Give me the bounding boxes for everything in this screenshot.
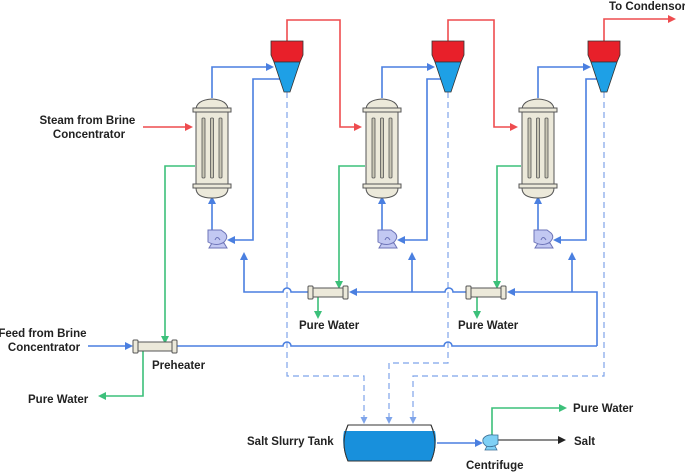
- vapor-line-2-to-3: [447, 19, 518, 131]
- vapor-line-1-to-2: [286, 19, 362, 131]
- evaporator-3[interactable]: [518, 98, 558, 199]
- slurry-line-3: [409, 92, 605, 424]
- separator-1[interactable]: [270, 40, 304, 93]
- liquid-lines: [88, 63, 598, 447]
- recycle-line-upper: [507, 288, 598, 346]
- feed-inlet-label: Feed from Brine Concentrator: [0, 328, 90, 354]
- pump-2[interactable]: [377, 229, 398, 249]
- to-condensor-label: To Condensor: [609, 1, 685, 13]
- pure-water-label-preheater: Pure Water: [28, 394, 89, 406]
- evaporator-1[interactable]: [192, 98, 232, 199]
- slurry-lines: [286, 92, 605, 424]
- evaporator-2[interactable]: [362, 98, 402, 199]
- preheater-label: Preheater: [152, 360, 206, 372]
- pure-water-lines: [98, 165, 567, 435]
- feed-main-line: [177, 341, 597, 347]
- pure-water-label-heater-2: Pure Water: [458, 320, 519, 332]
- pump-3[interactable]: [533, 229, 554, 249]
- centrifuge-label: Centrifuge: [466, 460, 524, 472]
- slurry-line-1: [286, 92, 368, 424]
- pure-water-label-heater-1: Pure Water: [299, 320, 360, 332]
- salt-slurry-tank-label: Salt Slurry Tank: [247, 436, 334, 448]
- salt-label: Salt: [574, 436, 595, 448]
- heater-1[interactable]: [307, 285, 349, 300]
- heater-2[interactable]: [465, 285, 507, 300]
- pure-water-label-centrifuge: Pure Water: [573, 403, 634, 415]
- centrifuge[interactable]: [482, 434, 499, 451]
- steam-inlet-label: Steam from Brine Concentrator: [39, 115, 138, 141]
- salt-slurry-tank[interactable]: [343, 424, 436, 462]
- separator-2[interactable]: [431, 40, 465, 93]
- vapor-line-to-condensor: [603, 15, 676, 41]
- separator-3[interactable]: [587, 40, 621, 93]
- preheater[interactable]: [132, 339, 178, 354]
- slurry-line-2: [385, 92, 449, 424]
- pump-1[interactable]: [207, 229, 228, 249]
- steam-lines: [143, 15, 676, 131]
